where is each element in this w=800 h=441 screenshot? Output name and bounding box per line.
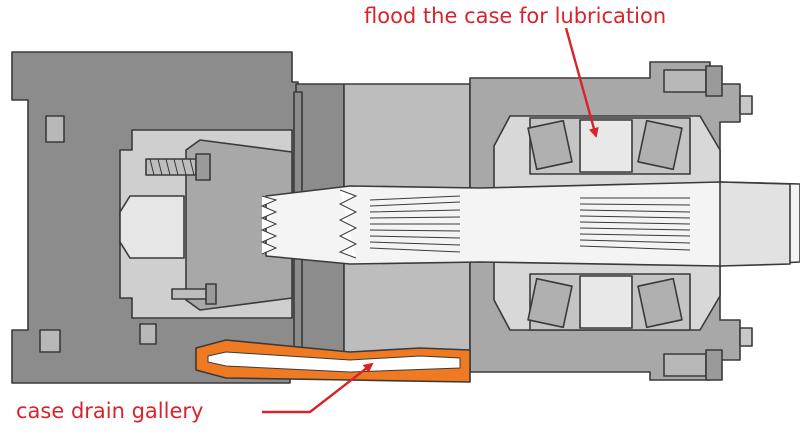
bottom-pin <box>171 283 217 305</box>
callout-flood: flood the case for lubrication <box>364 4 666 138</box>
threaded-stud <box>145 153 211 181</box>
left-bolts <box>39 115 157 353</box>
right-bolts <box>663 65 753 381</box>
arrow-drain <box>262 362 374 414</box>
callout-drain: case drain gallery <box>16 362 374 423</box>
end-cap-housing <box>11 51 299 384</box>
label-case-drain: case drain gallery <box>16 399 203 423</box>
output-shaft <box>260 181 800 267</box>
arrow-flood <box>564 27 599 138</box>
label-flood-case: flood the case for lubrication <box>364 4 666 28</box>
case-drain-gallery <box>195 339 471 383</box>
